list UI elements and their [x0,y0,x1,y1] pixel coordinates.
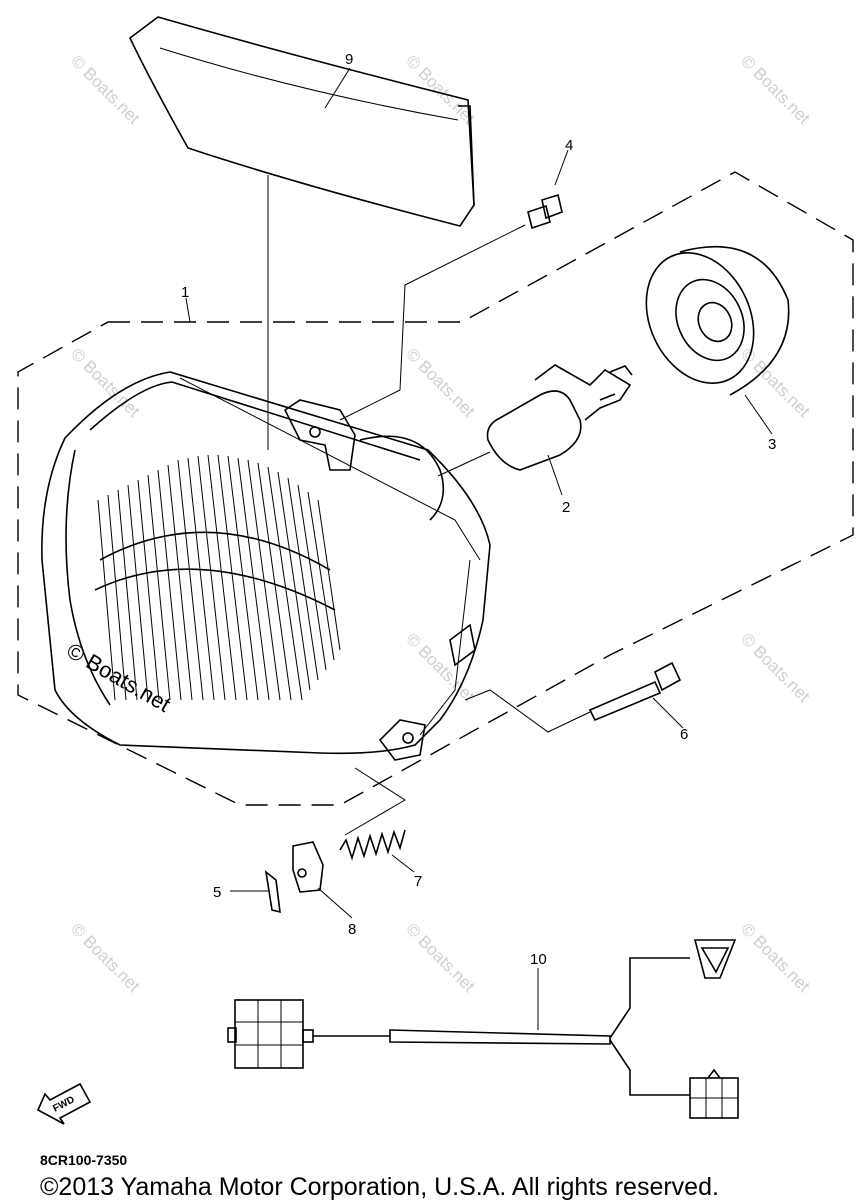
nut-clip [292,841,324,893]
callout-7: 7 [414,873,422,890]
watermark: © Boats.net [67,51,144,128]
clip [264,870,281,914]
screw [527,193,563,230]
callout-8: 8 [348,921,356,938]
callout-5: 5 [213,884,221,901]
watermark: © Boats.net [67,919,144,996]
watermark: © Boats.net [737,629,814,706]
leader-lines [185,67,773,1030]
diagram-code: 8CR100-7350 [40,1152,127,1168]
spring [339,829,406,861]
socket-cover [645,245,790,396]
copyright: ©2013 Yamaha Motor Corporation, U.S.A. A… [40,1173,719,1200]
watermark-large: © Boats.net [63,638,175,717]
wire-harness [227,939,739,1119]
watermark: © Boats.net [402,344,479,421]
watermark: © Boats.net [737,51,814,128]
watermark: © Boats.net [737,919,814,996]
callout-2: 2 [562,499,570,516]
callout-9: 9 [345,51,353,68]
bulb [486,364,633,471]
watermark: © Boats.net [67,344,144,421]
assembly-boundary [17,171,854,806]
visor-strip [128,16,475,227]
fwd-arrow-icon: FWD [36,1082,92,1125]
lens-pattern [94,454,341,701]
callout-6: 6 [680,726,688,743]
callouts: 1 2 3 4 5 6 7 8 9 10 [181,51,776,968]
headlight-housing [41,371,491,761]
callout-4: 4 [565,137,573,154]
watermarks: © Boats.net © Boats.net © Boats.net © Bo… [67,51,814,996]
callout-3: 3 [768,436,776,453]
watermark: © Boats.net [402,629,479,706]
adjusting-bolt [588,661,682,722]
watermark: © Boats.net [402,919,479,996]
callout-10: 10 [530,951,547,968]
callout-1: 1 [181,284,189,301]
